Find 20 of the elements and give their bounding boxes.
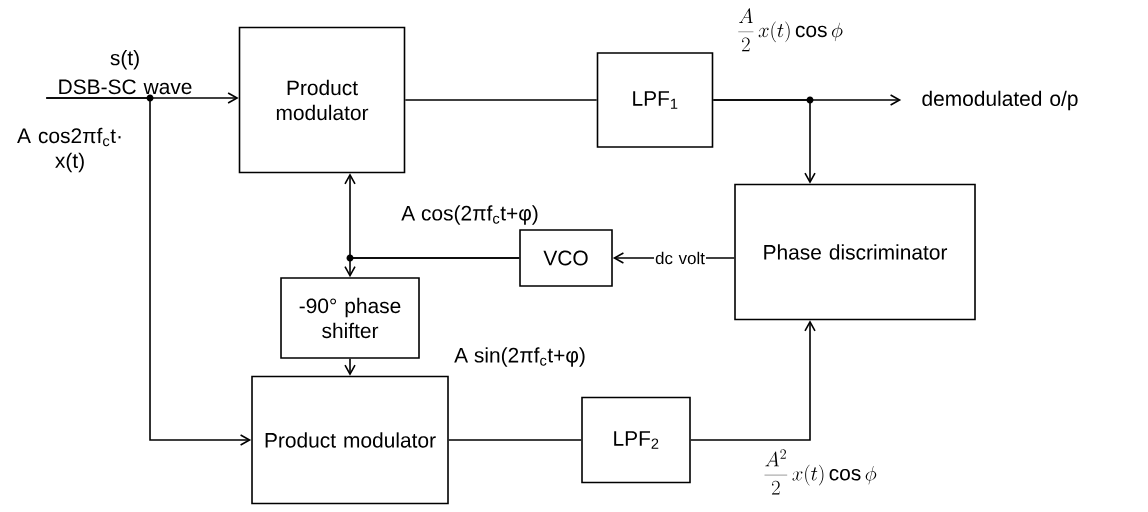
filter-box: LPF$_{2}$ [581,396,691,484]
process-box: -90° phase shifter [280,277,420,359]
process-box: Product modulator [238,26,406,174]
edge-label: A cos(2πf$_{c}$t+φ) [400,204,540,226]
output-label: demodulated o/p [922,90,1078,111]
process-box: Phase discriminator [734,183,976,321]
process-box: Product modulator [251,375,449,505]
arrow [690,320,816,441]
text-label: A cos2πf$_{c}$t· x(t) [17,127,121,173]
arrow [344,257,520,278]
arrow [712,99,816,184]
formula-label: $\frac{A}{2}\,x(t)\cos\phi$ [738,8,843,52]
arrow [45,97,252,446]
edge-label: A sin(2πf$_{c}$t+φ) [453,346,587,368]
input-label: s(t) DSB-SC wave [59,49,192,95]
filter-box: LPF$_{1}$ [596,52,714,148]
edge-label: dc volt [654,250,706,266]
formula-label: $\frac{A^{2}}{2}\,x(t)\cos\phi$ [764,449,877,495]
process-box: VCO [519,229,613,287]
arrow [344,358,356,376]
